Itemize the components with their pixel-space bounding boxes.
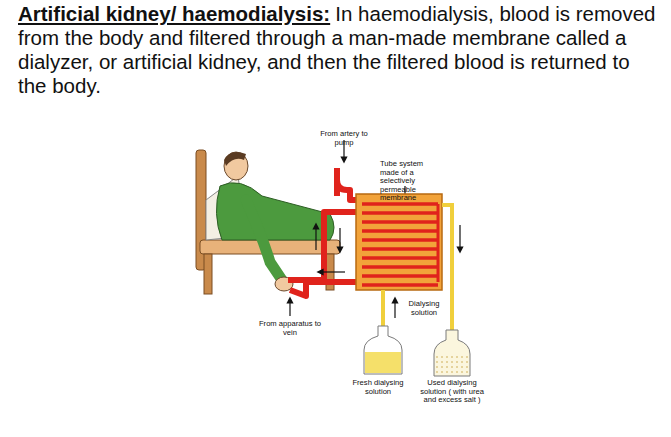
membrane-tube bbox=[362, 265, 438, 269]
diagram-label: From artery to pump bbox=[316, 130, 372, 147]
diagram-label: Dialysing solution bbox=[403, 300, 445, 317]
membrane-tube bbox=[362, 283, 438, 287]
membrane-tube bbox=[362, 229, 438, 233]
membrane-tube bbox=[362, 238, 438, 242]
membrane-tube bbox=[362, 274, 438, 278]
membrane-tube bbox=[362, 211, 438, 215]
membrane-tube bbox=[362, 247, 438, 251]
diagram-label: Used dialysing solution ( with urea and … bbox=[414, 379, 490, 405]
flow-arrows bbox=[290, 140, 460, 318]
diagram-label: From apparatus to vein bbox=[258, 320, 322, 337]
dialysate-tubes bbox=[383, 205, 452, 336]
diagram-label: Fresh dialysing solution bbox=[350, 379, 406, 396]
intro-paragraph: Artificial kidney/ haemodialysis:In haem… bbox=[18, 2, 663, 98]
patient bbox=[216, 152, 334, 291]
diagram-label: Tube system made of a selectively permea… bbox=[380, 160, 442, 203]
heading: Artificial kidney/ haemodialysis: bbox=[18, 2, 330, 25]
dialyzer bbox=[356, 194, 442, 290]
membrane-tube bbox=[362, 202, 438, 206]
used-bottle bbox=[434, 330, 470, 376]
membrane-tube bbox=[362, 220, 438, 224]
blood-tubes bbox=[288, 168, 358, 296]
bed bbox=[196, 150, 340, 294]
fresh-bottle bbox=[364, 326, 402, 374]
membrane-tube bbox=[362, 256, 438, 260]
